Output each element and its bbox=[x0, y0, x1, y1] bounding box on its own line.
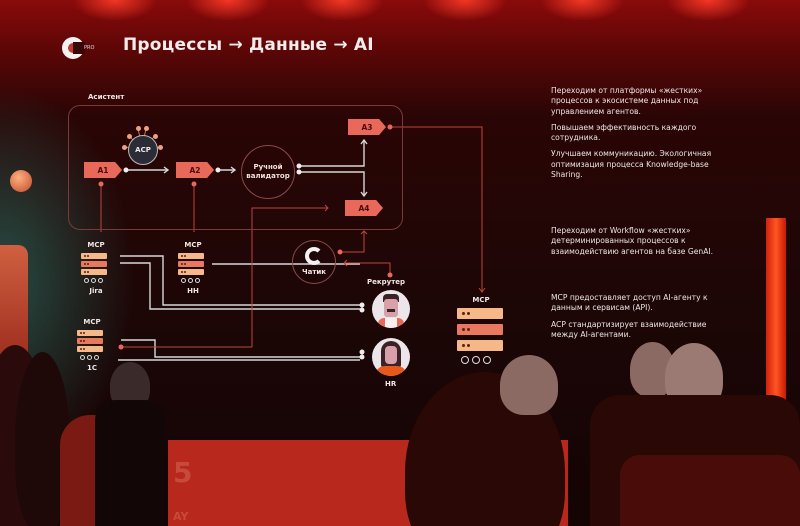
server-icon bbox=[178, 269, 204, 275]
validator-label-line1: Ручной bbox=[253, 163, 283, 171]
banner-number: 5 bbox=[173, 456, 193, 489]
audience-member bbox=[95, 400, 165, 526]
decorative-shape bbox=[0, 245, 28, 355]
server-icon bbox=[77, 330, 103, 336]
status-dots-icon bbox=[84, 278, 111, 283]
mcp-name: Jira bbox=[89, 287, 103, 295]
status-dots-icon bbox=[181, 278, 208, 283]
acp-spoke-dot bbox=[136, 126, 141, 131]
agent-a4: A4 bbox=[345, 200, 383, 216]
logo-pro-text: PRO bbox=[84, 45, 95, 51]
text-block-platform: Переходим от платформы «жестких» процесс… bbox=[551, 86, 731, 186]
acp-spoke-dot bbox=[127, 134, 132, 139]
server-icon bbox=[77, 338, 103, 344]
text-block-protocols: MCP предоставляет доступ AI-агенту к дан… bbox=[551, 293, 731, 346]
mcp-name: HH bbox=[187, 287, 199, 295]
audience-member bbox=[500, 355, 558, 415]
logo-icon bbox=[62, 37, 85, 59]
paragraph: Улучшаем коммуникацию. Экологичная оптим… bbox=[551, 149, 712, 180]
acp-hub: ACP bbox=[128, 135, 158, 165]
server-icon bbox=[178, 261, 204, 267]
text-block-workflow: Переходим от Workflow «жестких» детермин… bbox=[551, 226, 731, 263]
server-icon bbox=[81, 269, 107, 275]
hr-avatar-icon bbox=[372, 338, 410, 376]
recruiter-label: Рекрутер bbox=[367, 278, 406, 286]
paragraph: Переходим от Workflow «жестких» детермин… bbox=[551, 226, 714, 256]
status-dots-icon bbox=[461, 356, 505, 364]
chat-logo-icon bbox=[305, 247, 323, 265]
diagram-connectors bbox=[98, 124, 486, 361]
acp-spoke-dot bbox=[122, 145, 127, 150]
banner-text: AY bbox=[173, 510, 189, 523]
status-dots-icon bbox=[80, 355, 107, 360]
recruiter-avatar-icon bbox=[372, 290, 410, 328]
acp-spoke-dot bbox=[158, 145, 163, 150]
server-icon bbox=[457, 340, 503, 351]
slide-title: Процессы → Данные → AI bbox=[123, 35, 374, 55]
mcp-main: MCP bbox=[457, 296, 505, 364]
server-icon bbox=[77, 346, 103, 352]
chat-label: Чатик bbox=[301, 268, 327, 276]
mcp-jira: MCP Jira bbox=[81, 241, 111, 295]
acp-spoke-dot bbox=[153, 134, 158, 139]
mcp-name: 1C bbox=[86, 364, 97, 372]
presentation-slide: PRO Процессы → Данные → AI bbox=[0, 0, 800, 430]
server-icon bbox=[81, 261, 107, 267]
stage-led-panel bbox=[766, 218, 786, 408]
mcp-hh: MCP HH bbox=[178, 241, 208, 295]
validator-label-line2: валидатор bbox=[246, 172, 290, 180]
chat-node: Чатик bbox=[292, 240, 336, 284]
server-icon bbox=[178, 253, 204, 259]
server-icon bbox=[457, 308, 503, 319]
paragraph: MCP предоставляет доступ AI-агенту к дан… bbox=[551, 293, 708, 313]
agent-a1: A1 bbox=[84, 162, 122, 178]
paragraph: Повышаем эффективность каждого сотрудник… bbox=[551, 122, 697, 143]
decorative-bubble bbox=[10, 170, 32, 192]
assistant-container bbox=[68, 105, 403, 230]
hr-label: HR bbox=[385, 380, 397, 388]
mcp-title: MCP bbox=[83, 318, 101, 326]
chair bbox=[620, 455, 800, 526]
mcp-title: MCP bbox=[472, 296, 490, 304]
mcp-1c: MCP 1C bbox=[77, 318, 107, 372]
paragraph: ACP стандартизирует взаимодействие между… bbox=[551, 319, 707, 339]
assistant-label: Асистент bbox=[88, 93, 125, 101]
mcp-title: MCP bbox=[184, 241, 202, 249]
mcp-title: MCP bbox=[87, 241, 105, 249]
agent-a3: A3 bbox=[348, 119, 386, 135]
server-icon bbox=[81, 253, 107, 259]
acp-spoke-dot bbox=[144, 126, 149, 131]
paragraph: Переходим от платформы «жестких» процесс… bbox=[551, 86, 703, 116]
server-icon bbox=[457, 324, 503, 335]
agent-a2: A2 bbox=[176, 162, 214, 178]
